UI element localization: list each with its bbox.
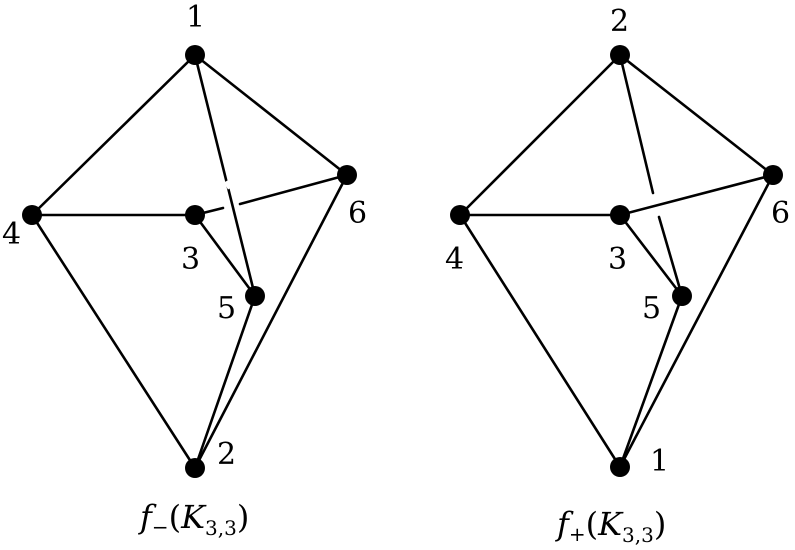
right-caption-close: ) — [654, 505, 666, 543]
right-label-2: 2 — [610, 4, 629, 39]
left-label-5: 5 — [217, 291, 236, 326]
right-edge-2-6 — [618, 53, 775, 177]
right-caption-sign: + — [569, 522, 586, 546]
right-vertex-5 — [672, 286, 692, 306]
left-caption: f−(K3,3) — [138, 498, 249, 540]
left-vertex-2 — [185, 458, 205, 478]
left-edge-2-5 — [193, 294, 257, 470]
right-vertex-3 — [610, 205, 630, 225]
right-vertex-4 — [450, 205, 470, 225]
left-label-6: 6 — [348, 196, 367, 231]
left-label-3: 3 — [181, 242, 200, 277]
right-vertex-1 — [610, 457, 630, 477]
left-edge-4-2 — [30, 213, 197, 470]
right-edge-3-5 — [618, 213, 684, 298]
left-caption-sign: − — [152, 515, 169, 539]
right-label-3: 3 — [608, 242, 627, 277]
left-edge-3-6-b — [238, 173, 349, 206]
right-edge-1-6 — [618, 173, 775, 469]
left-edge-1-6 — [193, 53, 349, 177]
right-vertex-6 — [763, 165, 783, 185]
left-vertex-5 — [245, 286, 265, 306]
left-edge-2-6 — [193, 173, 349, 470]
left-caption-K: K — [180, 498, 207, 536]
right-caption-K: K — [597, 505, 624, 543]
left-edge-3-5 — [193, 213, 257, 298]
right-caption-sub: 3,3 — [622, 523, 654, 547]
right-edge-3-6 — [618, 173, 775, 217]
right-edge-2-4 — [458, 53, 622, 217]
left-vertex-6 — [337, 165, 357, 185]
left-edge-1-4 — [30, 53, 197, 217]
left-label-2: 2 — [217, 437, 236, 472]
right-caption-open: ( — [586, 505, 598, 543]
left-caption-close: ) — [237, 498, 249, 536]
left-graph: 1 2 3 4 5 6 f−(K3,3) — [2, 0, 367, 540]
right-crossing-gap — [650, 195, 662, 213]
left-edge-1-5 — [193, 53, 257, 298]
right-label-6: 6 — [771, 196, 790, 231]
right-edge-2-5-b — [657, 215, 684, 298]
left-label-1: 1 — [186, 0, 205, 35]
right-caption: f+(K3,3) — [555, 505, 666, 547]
left-caption-open: ( — [169, 498, 181, 536]
right-edge-4-1 — [458, 213, 622, 469]
right-label-1: 1 — [650, 444, 669, 479]
left-vertex-4 — [22, 205, 42, 225]
right-edge-1-5 — [618, 294, 684, 469]
right-label-5: 5 — [642, 291, 661, 326]
left-vertex-3 — [185, 205, 205, 225]
right-graph: 1 2 3 4 5 6 f+(K3,3) — [445, 4, 790, 547]
left-vertex-1 — [185, 45, 205, 65]
right-label-4: 4 — [445, 242, 464, 277]
right-edge-2-5-a — [618, 53, 655, 195]
right-vertex-2 — [610, 45, 630, 65]
left-label-4: 4 — [2, 217, 21, 252]
left-crossing-gap — [224, 174, 242, 190]
left-caption-sub: 3,3 — [205, 516, 237, 540]
